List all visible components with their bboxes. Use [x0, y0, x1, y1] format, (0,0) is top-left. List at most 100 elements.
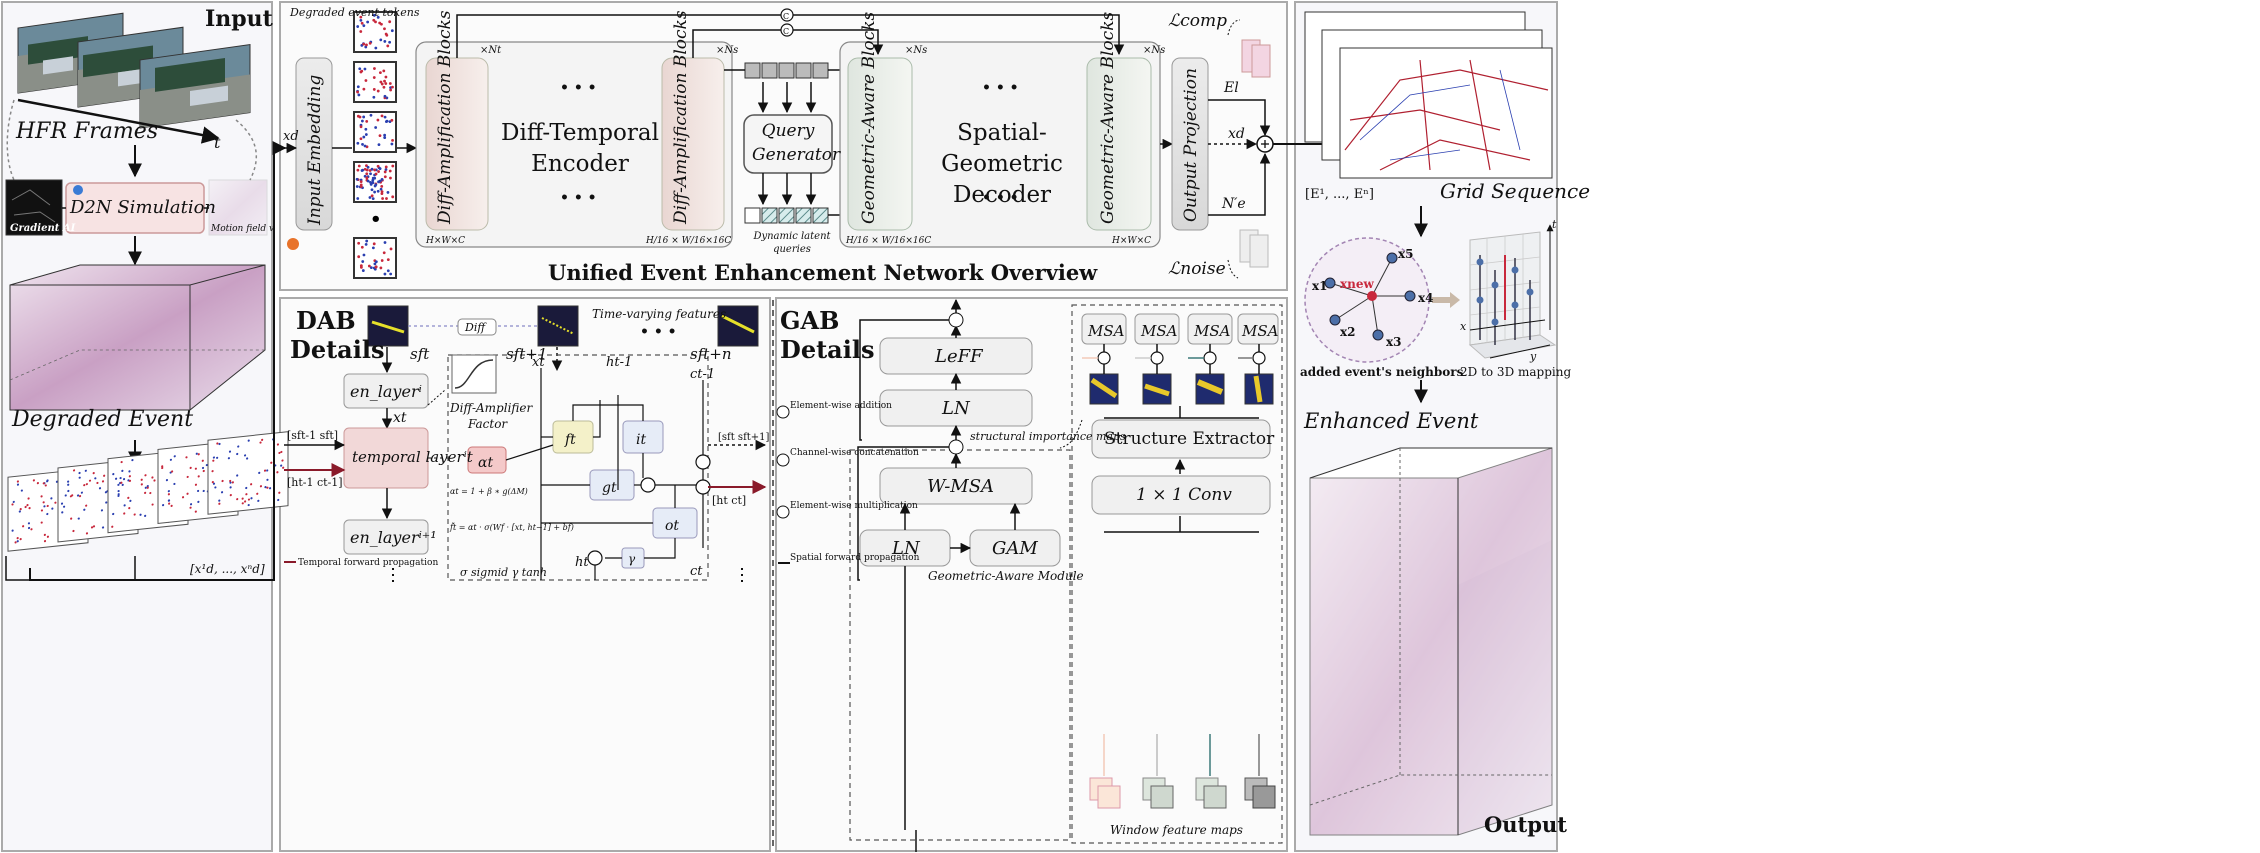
- en-layer-i1-box: [343, 519, 429, 555]
- temporal-legend-label: Temporal forward propagation: [298, 558, 438, 568]
- ns-label-1: ×Ns: [716, 45, 738, 56]
- query-generator-label: Query Generator: [752, 121, 841, 165]
- concat-legend-label: Channel-wise concatenation: [790, 448, 919, 458]
- concat-symbol-1: [780, 8, 794, 22]
- ln-label-2: LN: [891, 538, 921, 559]
- dab-block-1-label: Diff-Amplification Blocks: [435, 10, 455, 225]
- structural-label: structural importance maps: [970, 430, 1126, 443]
- ft-label: ft: [564, 432, 576, 448]
- alpha-label: αt: [478, 455, 493, 471]
- token-seq-label: [x¹d, ..., xⁿd]: [190, 562, 265, 576]
- window-maps-label: Window feature maps: [1110, 823, 1243, 837]
- motion-field-label: Motion field v: [210, 224, 274, 234]
- encoder-ellipsis-bottom: • • •: [560, 190, 597, 206]
- xt-label-1: xt: [393, 410, 407, 426]
- ct-label: ct: [690, 564, 703, 579]
- msa-label-3: MSA: [1193, 322, 1231, 340]
- sf-t-label: sft: [410, 345, 430, 363]
- degraded-tokens-label: Degraded event tokens: [289, 6, 420, 19]
- tokens-ellipsis: •: [370, 209, 382, 230]
- importance-maps: [1089, 373, 1274, 405]
- x2-label: x2: [1340, 325, 1356, 339]
- msa-label-1: MSA: [1087, 322, 1125, 340]
- gab-add-1: [948, 439, 964, 455]
- axis-x-label: x: [1460, 320, 1467, 333]
- input-title: Input: [205, 6, 274, 32]
- x4-label: x4: [1418, 291, 1434, 305]
- nt-label: ×Nt: [480, 45, 502, 56]
- dab-title-1: DAB: [296, 306, 356, 335]
- dynamic-queries-label: Dynamic latent queries: [753, 231, 831, 255]
- structure-extractor-label: Structure Extractor: [1104, 429, 1275, 449]
- conv-box: [1091, 475, 1271, 515]
- neighbors-circle: [1304, 237, 1430, 363]
- mult-legend-label: Element-wise multiplication: [790, 501, 918, 511]
- encoder-ellipsis-top: • • •: [560, 80, 597, 96]
- el-label: El: [1223, 80, 1239, 96]
- f-equation: f̃t = αt · σ(Wf · [xt, ht−1] + bf): [449, 523, 574, 532]
- conv-label: 1 × 1 Conv: [1136, 485, 1232, 505]
- dim-16-2: H/16 × W/16×16C: [845, 236, 931, 246]
- degraded-event-cube: [9, 264, 266, 411]
- concat-label-2: C: [783, 27, 789, 36]
- neighbors-label: added event's neighbors: [1300, 365, 1464, 379]
- sf-t1-label: sft+1: [506, 345, 547, 363]
- input-to-network-arrow: [29, 141, 287, 581]
- motion-field-image: [208, 179, 268, 236]
- gam-label: GAM: [992, 538, 1038, 559]
- d2n-label: D2N Simulation: [69, 197, 216, 218]
- diff-amp-label-1: Diff-Amplifier: [449, 401, 534, 415]
- xnew-label: xnew: [1340, 277, 1375, 291]
- gt-label: gt: [602, 480, 617, 496]
- grid-sequence: [1304, 11, 1553, 179]
- gradient-label: Gradient AI: [10, 223, 76, 234]
- axis-t-label: t: [1552, 218, 1557, 231]
- ns-label-3: ×Ns: [1143, 45, 1165, 56]
- added-event-point: [1367, 291, 1377, 301]
- gab-title-1: GAB: [780, 306, 839, 335]
- msa-boxes: [1081, 313, 1279, 345]
- diff-box: [457, 318, 497, 336]
- network-title: Unified Event Enhancement Network Overvi…: [548, 260, 1098, 285]
- window-feature-maps: [1089, 777, 1276, 809]
- ht-label: ht: [575, 555, 589, 570]
- enhanced-event-cube: [1309, 447, 1553, 836]
- decoder-ellipsis-top: • • •: [982, 80, 1019, 96]
- input-panel-frame: [1, 1, 273, 852]
- ne-label: N′e: [1221, 196, 1246, 212]
- msa-label-4: MSA: [1241, 322, 1279, 340]
- gam-detail-container: [1071, 304, 1283, 844]
- dab-ellipsis: • • •: [640, 324, 677, 340]
- en-layer-i-box: [343, 373, 429, 409]
- ns-label-2: ×Ns: [905, 45, 927, 56]
- en-layer-i1-label: en_layerⁱ⁺¹: [350, 528, 437, 547]
- noise-volume: [1239, 229, 1269, 268]
- encoder-container: [415, 41, 733, 248]
- lnoise-label: ℒnoise: [1168, 259, 1226, 279]
- xd-out-label: xd: [1228, 126, 1245, 142]
- gab-title-2: Details: [780, 335, 874, 364]
- gab-block-1: [847, 57, 913, 231]
- gamma-label: γ: [628, 552, 636, 566]
- structure-extractor-box: [1091, 419, 1271, 459]
- snowflake-icon: [73, 185, 83, 195]
- sf-tn-label: sft+n: [690, 345, 732, 363]
- degraded-event-label: Degraded Event: [11, 407, 193, 432]
- x3-label: x3: [1386, 335, 1402, 349]
- hfr-frames-label: HFR Frames: [15, 119, 158, 144]
- gab-block-2: [1086, 57, 1152, 231]
- time-axis-label: t: [214, 133, 221, 152]
- hfr-frames: [17, 12, 251, 129]
- temporal-layer-label: temporal layerⁱt: [352, 448, 474, 466]
- lstm-add-symbol: [695, 479, 711, 495]
- msa-label-2: MSA: [1140, 322, 1178, 340]
- it-label: it: [636, 432, 646, 448]
- h-in-label: [ht-1 ct-1]: [287, 476, 343, 489]
- sf-images: [367, 305, 759, 347]
- multiply-symbols: [587, 454, 711, 566]
- query-generator-box: [743, 114, 833, 174]
- diff-amp-label-2: Factor: [467, 417, 508, 431]
- time-varying-label: Time-varying features: [592, 307, 726, 321]
- time-axis-arrow: [17, 98, 220, 144]
- gradient-image: [5, 179, 63, 236]
